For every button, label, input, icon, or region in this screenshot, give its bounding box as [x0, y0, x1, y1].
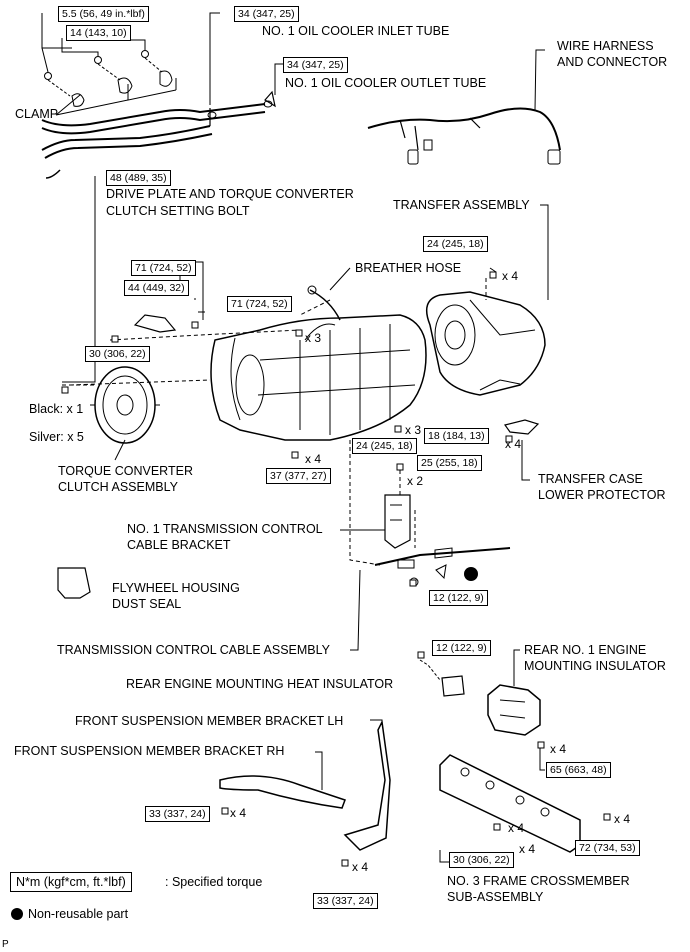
- torque-bracket-upper: 71 (724, 52): [131, 260, 196, 276]
- label-mount-insulator-1: REAR NO. 1 ENGINE: [524, 643, 647, 657]
- label-crossmember-1: NO. 3 FRAME CROSSMEMBER: [447, 874, 630, 888]
- legend-torque-desc: : Specified torque: [165, 875, 263, 889]
- label-outlet-tube: NO. 1 OIL COOLER OUTLET TUBE: [285, 76, 487, 90]
- label-inlet-tube: NO. 1 OIL COOLER INLET TUBE: [262, 24, 450, 38]
- label-control-cable: TRANSMISSION CONTROL CABLE ASSEMBLY: [57, 643, 330, 657]
- dust-seal: [57, 567, 91, 599]
- torque-susp-lh: 33 (337, 24): [313, 893, 378, 909]
- label-dust-seal-2: DUST SEAL: [112, 597, 182, 611]
- label-drive-plate-2: CLUTCH SETTING BOLT: [106, 204, 250, 218]
- mult-protector: x 4: [505, 437, 522, 451]
- transfer: [425, 204, 549, 396]
- legend-non-reusable: Non-reusable part: [28, 907, 129, 921]
- mult-trans-bottom: x 3: [405, 423, 422, 437]
- clamps: [44, 50, 173, 107]
- torque-transfer-top: 24 (245, 18): [423, 236, 488, 252]
- label-silver: Silver: x 5: [29, 430, 84, 444]
- wire-harness: [367, 49, 561, 165]
- cable-bracket: [384, 494, 411, 549]
- torque-clamp-large: 14 (143, 10): [66, 25, 131, 41]
- legend-torque-unit: N*m (kgf*cm, ft.*lbf): [10, 872, 132, 892]
- torque-mount-insulator: 65 (663, 48): [546, 762, 611, 778]
- torque-cable-nut: 12 (122, 9): [429, 590, 488, 606]
- label-susp-lh: FRONT SUSPENSION MEMBER BRACKET LH: [75, 714, 344, 728]
- non-reusable-marker: [464, 567, 478, 581]
- label-black: Black: x 1: [29, 402, 84, 416]
- control-cable: [350, 547, 511, 651]
- label-dust-seal-1: FLYWHEEL HOUSING: [112, 581, 240, 595]
- mult-cable-bracket: x 2: [407, 474, 424, 488]
- label-torque-converter-1: TORQUE CONVERTER: [58, 464, 193, 478]
- mult-trans-side: x 3: [305, 331, 322, 345]
- label-protector-2: LOWER PROTECTOR: [538, 488, 666, 502]
- transmission: [210, 285, 427, 441]
- mult-cross-b: x 4: [519, 842, 536, 856]
- torque-protector: 18 (184, 13): [424, 428, 489, 444]
- mult-transfer-top: x 4: [502, 269, 519, 283]
- mount-insulator: [487, 649, 541, 736]
- mult-cross-a: x 4: [508, 821, 525, 835]
- torque-clamp-small: 5.5 (56, 49 in.*lbf): [58, 6, 149, 22]
- susp-bracket-lh: [343, 719, 391, 851]
- torque-heat-insulator: 12 (122, 9): [432, 640, 491, 656]
- label-susp-rh: FRONT SUSPENSION MEMBER BRACKET RH: [14, 744, 285, 758]
- label-torque-converter-2: CLUTCH ASSEMBLY: [58, 480, 178, 494]
- torque-crossmember-left: 30 (306, 22): [449, 852, 514, 868]
- protector: [503, 419, 540, 481]
- label-wire-harness-2: AND CONNECTOR: [557, 55, 668, 69]
- legend-dot-icon: [11, 908, 23, 920]
- label-breather-hose: BREATHER HOSE: [355, 261, 462, 275]
- torque-bracket-lower: 30 (306, 22): [85, 346, 150, 362]
- torque-drive-plate: 48 (489, 35): [106, 170, 171, 186]
- mult-cross-c: x 4: [614, 812, 631, 826]
- label-crossmember-2: SUB-ASSEMBLY: [447, 890, 544, 904]
- label-drive-plate-1: DRIVE PLATE AND TORQUE CONVERTER: [106, 187, 354, 201]
- torque-trans-lower: 37 (377, 27): [266, 468, 331, 484]
- mult-trans-lower: x 4: [305, 452, 322, 466]
- label-heat-insulator: REAR ENGINE MOUNTING HEAT INSULATOR: [126, 677, 394, 691]
- torque-bracket-mid: 44 (449, 32): [124, 280, 189, 296]
- torque-converter: [90, 366, 160, 461]
- label-cable-bracket-1: NO. 1 TRANSMISSION CONTROL: [127, 522, 323, 536]
- oil-cooler-tubes: [41, 90, 276, 179]
- corner-mark: P: [2, 939, 9, 950]
- label-transfer-assembly: TRANSFER ASSEMBLY: [393, 198, 530, 212]
- torque-susp-rh: 33 (337, 24): [145, 806, 210, 822]
- susp-bracket-rh: [219, 751, 346, 809]
- torque-trans-bottom: 24 (245, 18): [352, 438, 417, 454]
- mult-mount: x 4: [550, 742, 567, 756]
- torque-cable-bracket: 25 (255, 18): [417, 455, 482, 471]
- label-clamp: CLAMP: [15, 107, 59, 121]
- torque-trans-side: 71 (724, 52): [227, 296, 292, 312]
- mult-susp-lh: x 4: [352, 860, 369, 874]
- label-cable-bracket-2: CABLE BRACKET: [127, 538, 231, 552]
- torque-crossmember-right: 72 (734, 53): [575, 840, 640, 856]
- torque-inlet-tube: 34 (347, 25): [234, 6, 299, 22]
- mult-susp-rh: x 4: [230, 806, 247, 820]
- label-wire-harness-1: WIRE HARNESS: [557, 39, 654, 53]
- label-mount-insulator-2: MOUNTING INSULATOR: [524, 659, 666, 673]
- torque-outlet-tube: 34 (347, 25): [283, 57, 348, 73]
- label-protector-1: TRANSFER CASE: [538, 472, 643, 486]
